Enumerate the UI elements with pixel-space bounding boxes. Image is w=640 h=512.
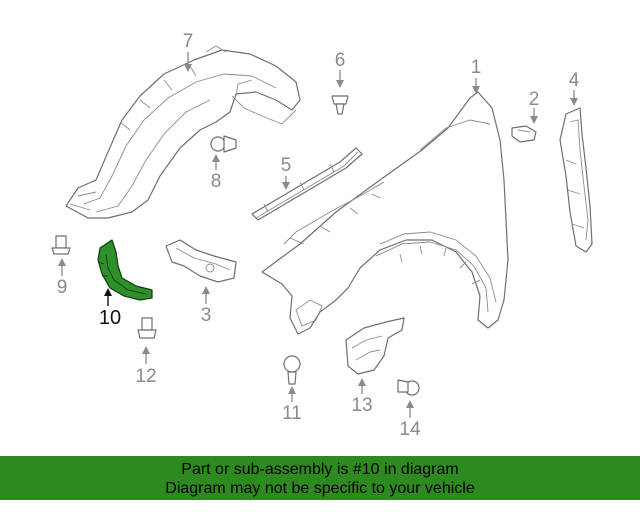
banner-line-disclaimer: Diagram may not be specific to your vehi… — [165, 480, 475, 497]
callout-7: 7 — [182, 31, 194, 52]
callout-1: 1 — [470, 57, 482, 78]
banner-line-part: Part or sub-assembly is #10 in diagram — [181, 461, 459, 478]
part-13-splash-cover — [345, 317, 405, 375]
callout-3: 3 — [200, 305, 212, 326]
part-8-clip — [210, 135, 237, 153]
callout-6: 6 — [334, 50, 346, 71]
part-11-clip — [283, 355, 301, 385]
part-10-highlighted-bracket — [97, 239, 153, 301]
part-12-screw — [137, 317, 157, 339]
callout-12: 12 — [135, 366, 157, 387]
callout-13: 13 — [351, 395, 373, 416]
part-2-bolt — [511, 125, 537, 143]
callout-11: 11 — [282, 403, 302, 424]
part-9-screw — [51, 235, 71, 255]
part-14-clip — [397, 379, 420, 396]
exploded-parts-diagram — [51, 45, 593, 418]
part-3-bracket — [165, 239, 237, 283]
callout-10: 10 — [98, 307, 122, 329]
part-4-side-bracket — [559, 107, 593, 253]
callout-14: 14 — [399, 419, 421, 440]
part-6-clip — [331, 95, 349, 115]
part-7-fender-liner — [65, 45, 301, 219]
callout-4: 4 — [568, 70, 580, 91]
callout-8: 8 — [210, 171, 222, 192]
leader-lines — [58, 52, 578, 418]
part-5-seal-strip — [251, 147, 363, 221]
callout-9: 9 — [56, 277, 68, 298]
part-1-fender — [261, 91, 509, 335]
callout-2: 2 — [528, 89, 540, 110]
callout-5: 5 — [280, 155, 292, 176]
part-info-banner: Part or sub-assembly is #10 in diagram D… — [0, 456, 640, 500]
